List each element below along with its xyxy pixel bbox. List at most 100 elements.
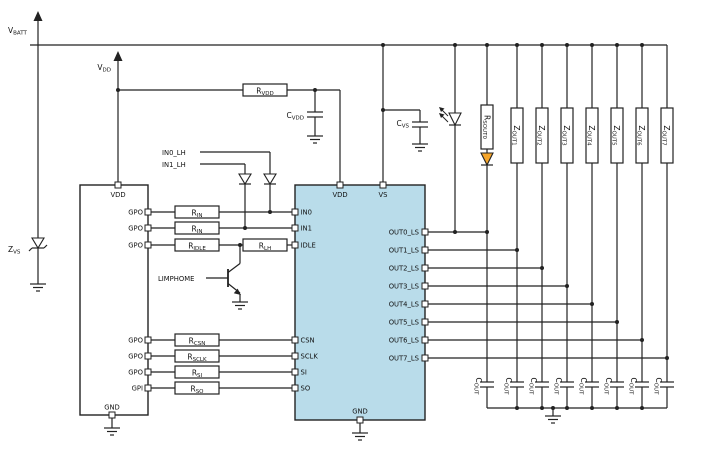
rin1-label: RIN [192, 225, 203, 236]
cout-cap: COUT [552, 378, 574, 408]
in0-lh-label: IN0_LH [162, 149, 186, 157]
ic-idle-label: IDLE [301, 242, 316, 250]
zout7-label: ZOUT7 [660, 125, 671, 146]
cout-label: COUT [627, 378, 638, 396]
mcu-gnd-pin [108, 411, 116, 419]
in1-lh-label: IN1_LH [162, 161, 186, 169]
ic-out7-label: OUT7_LS [389, 355, 419, 363]
vbatt-rail: VBATT [8, 11, 667, 47]
emitter-arrow-icon [233, 288, 241, 295]
ic-vdd-pin [336, 181, 344, 189]
vdd-arrow-icon [113, 51, 123, 61]
ic-out1-label: OUT1_LS [389, 247, 419, 255]
vbatt-label: VBATT [8, 26, 28, 37]
zout5-label: ZOUT5 [610, 125, 621, 146]
ridle-label: RIDLE [188, 242, 206, 253]
led-ray-icon [439, 113, 445, 118]
cout-label: COUT [602, 378, 613, 396]
cvs-capacitor [412, 121, 428, 128]
rsout0-branch: RSOUT0 [480, 45, 494, 232]
output-wires [428, 230, 669, 360]
rin0-label: RIN [192, 209, 203, 220]
zout4-label: ZOUT4 [585, 125, 596, 146]
mcu-vdd-pin [114, 181, 122, 189]
limphome-label: LIMPHOME [158, 275, 194, 283]
mcu-gpo0-label: GPO [128, 209, 143, 217]
zout6-load: ZOUT6 [635, 45, 649, 382]
vdd-label: VDD [97, 63, 111, 74]
ground-icon [351, 432, 369, 441]
limphome-transistor: LIMPHOME [158, 245, 249, 310]
ic-si-label: SI [301, 369, 307, 377]
zout2-load: ZOUT2 [535, 45, 549, 382]
ic-out6-label: OUT6_LS [389, 337, 419, 345]
ground-icon [411, 143, 429, 152]
main-ic-block: VDD VS IN0 IN1 IDLE CSN SCLK SI SO OUT0_… [291, 181, 429, 441]
ic-csn-label: CSN [301, 337, 315, 345]
led-branch [439, 45, 462, 234]
rsi-label: RSI [192, 369, 203, 380]
ic-out3-label: OUT3_LS [389, 283, 419, 291]
cout-cap: COUT [602, 378, 624, 408]
zvs-label: ZVS [8, 245, 21, 256]
cvdd-label: CVDD [287, 111, 304, 122]
mcu-gpo2-label: GPO [128, 242, 143, 250]
ic-out2-label: OUT2_LS [389, 265, 419, 273]
vs-branch: CVS [381, 45, 429, 182]
cout-cap: COUT [652, 378, 674, 408]
ic-in1-label: IN1 [301, 225, 312, 233]
cout-cap: COUT [527, 378, 549, 408]
ground-icon [231, 301, 249, 310]
cout-label: COUT [527, 378, 538, 396]
zvs-zener-icon [31, 237, 45, 250]
zvs-branch: ZVS [8, 45, 48, 292]
cout-label: COUT [652, 378, 663, 396]
ic-in0-label: IN0 [301, 209, 312, 217]
series-resistors: RIN RIN RIDLE RLH RCSN RSCLK RSI RSO [151, 205, 292, 395]
zout-loads: ZOUT1 ZOUT2 ZOUT3 ZOUT4 ZOUT5 ZOUT6 ZOUT… [510, 45, 674, 382]
cout-cap: COUT [502, 378, 524, 408]
ic-out4-label: OUT4_LS [389, 301, 419, 309]
cout-label: COUT [552, 378, 563, 396]
mcu-gpo4-label: GPO [128, 353, 143, 361]
input-lh-diodes: IN0_LH IN1_LH [162, 149, 277, 228]
vbatt-arrow-icon [33, 11, 43, 21]
mcu-gnd-pin-label: GND [104, 404, 120, 412]
cvdd-capacitor [307, 111, 323, 118]
ic-sclk-label: SCLK [301, 353, 319, 361]
ground-icon [29, 283, 47, 292]
bottom-ground-rail [487, 406, 667, 424]
zout5-load: ZOUT5 [610, 45, 624, 382]
cout-cap: COUT [472, 378, 494, 408]
rsclk-label: RSCLK [187, 353, 207, 364]
ic-vs-pin [379, 181, 387, 189]
zout3-label: ZOUT3 [560, 125, 571, 146]
mcu-gpo3-label: GPO [128, 337, 143, 345]
cvs-label: CVS [396, 119, 409, 130]
rlh-label: RLH [259, 242, 271, 253]
vdd-supply: VDD RVDD CVDD [97, 51, 341, 182]
zout1-label: ZOUT1 [510, 125, 521, 145]
mcu-gpi-label: GPI [132, 385, 143, 393]
zout7-load: ZOUT7 [660, 45, 674, 382]
zout3-load: ZOUT3 [560, 45, 574, 382]
mcu-gpo5-label: GPO [128, 369, 143, 377]
rsout0-label: RSOUT0 [481, 115, 492, 139]
ic-gnd-pin-label: GND [352, 408, 368, 416]
ic-out0-label: OUT0_LS [389, 229, 419, 237]
zout4-load: ZOUT4 [585, 45, 599, 382]
zout1-load: ZOUT1 [510, 45, 524, 382]
zout6-label: ZOUT6 [635, 125, 646, 146]
cout-label: COUT [502, 378, 513, 396]
cout-cap: COUT [577, 378, 599, 408]
ic-out5-label: OUT5_LS [389, 319, 419, 327]
out0-led-icon [480, 152, 494, 167]
cout-label: COUT [577, 378, 588, 396]
zout2-label: ZOUT2 [535, 125, 546, 145]
ic-vs-pin-label: VS [379, 191, 388, 199]
cout-label: COUT [472, 378, 483, 396]
ic-vdd-pin-label: VDD [332, 191, 347, 199]
led-ray-icon [439, 107, 445, 112]
